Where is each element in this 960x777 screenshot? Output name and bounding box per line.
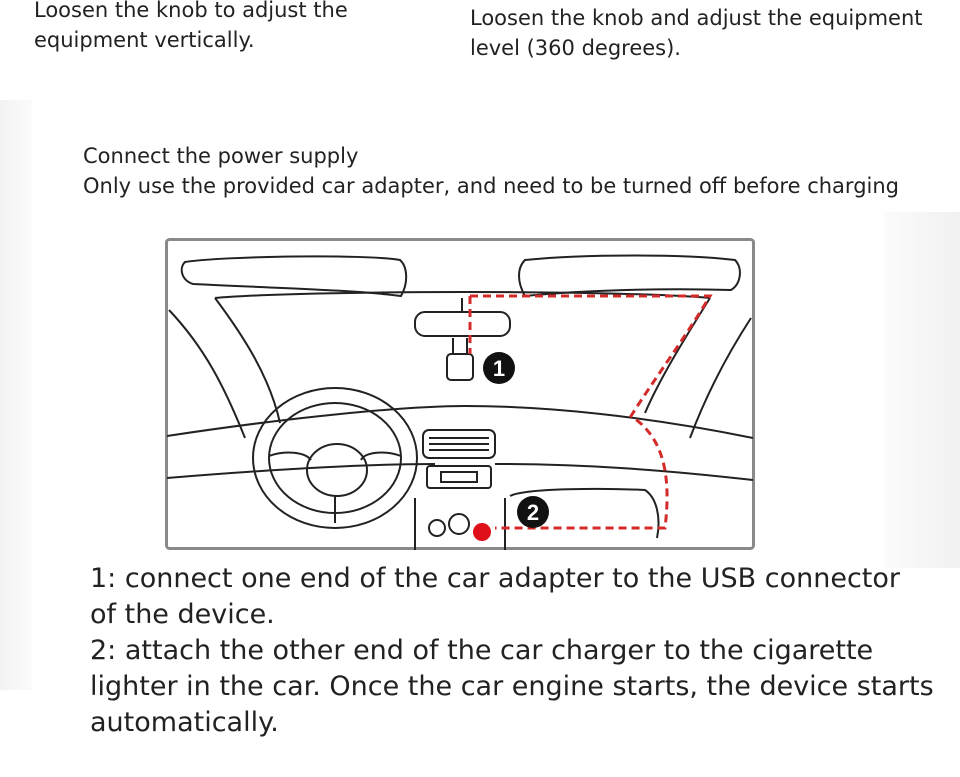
step-1-line-1: 1: connect one end of the car adapter to…	[90, 563, 900, 594]
left-sun-visor	[180, 255, 408, 298]
steering-wheel-outer	[252, 387, 418, 529]
vent-slats	[429, 437, 489, 451]
step-marker-2-disc	[517, 496, 549, 528]
car-linework	[166, 254, 754, 550]
vertical-adjust-tip: Loosen the knob to adjust the equipment …	[34, 0, 348, 55]
power-section-title: Connect the power supply	[83, 144, 359, 168]
dash-lower-left	[166, 463, 436, 479]
diagram-frame	[165, 238, 755, 550]
car-interior-diagram: 1 2	[165, 238, 755, 550]
step-2-line-1: 2: attach the other end of the car charg…	[90, 635, 874, 666]
wheel-spoke-right	[360, 451, 402, 461]
right-a-pillar	[644, 297, 711, 414]
console-knob-left	[428, 519, 446, 537]
step-marker-2-label: 2	[527, 500, 539, 525]
power-section-header: Connect the power supply Only use the pr…	[83, 141, 899, 201]
vertical-adjust-tip-line-1: Loosen the knob to adjust the	[34, 0, 348, 22]
wheel-spoke-left	[268, 451, 312, 461]
step-2-line-3: automatically.	[90, 707, 279, 738]
dash-cam-mount	[452, 338, 468, 354]
console-knob-center	[448, 513, 470, 535]
steering-hub	[306, 443, 368, 497]
glovebox-outline	[509, 487, 660, 539]
step-marker-1: 1	[483, 352, 515, 384]
level-adjust-tip-line-1: Loosen the knob and adjust the equipment	[470, 6, 923, 30]
level-adjust-tip-line-2: level (360 degrees).	[470, 36, 681, 60]
dash-cam-body	[446, 353, 474, 381]
car-interior-illustration: 1 2	[165, 238, 755, 550]
vertical-adjust-tip-line-2: equipment vertically.	[34, 28, 255, 52]
step-2-line-2: lighter in the car. Once the car engine …	[90, 671, 934, 702]
step-marker-2: 2	[517, 496, 549, 528]
left-door-line	[168, 309, 246, 439]
console-sides	[414, 498, 506, 550]
cigarette-lighter-outlet	[473, 523, 491, 541]
right-edge-shade	[884, 212, 960, 568]
right-door-line	[689, 317, 752, 439]
step-marker-1-label: 1	[493, 356, 505, 381]
left-edge-shade	[0, 100, 32, 690]
power-section-subtitle: Only use the provided car adapter, and n…	[83, 174, 899, 198]
step-marker-1-disc	[483, 352, 515, 384]
windshield-top	[214, 291, 711, 299]
dash-top-line	[166, 404, 754, 439]
power-cable-route	[470, 294, 713, 530]
center-vent	[422, 429, 496, 459]
dash-lower-right	[494, 463, 754, 481]
step-1-line-2: of the device.	[90, 599, 275, 630]
level-adjust-tip: Loosen the knob and adjust the equipment…	[470, 3, 923, 63]
radio-display	[440, 471, 478, 483]
radio-panel	[426, 465, 492, 489]
connection-steps: 1: connect one end of the car adapter to…	[90, 561, 950, 741]
